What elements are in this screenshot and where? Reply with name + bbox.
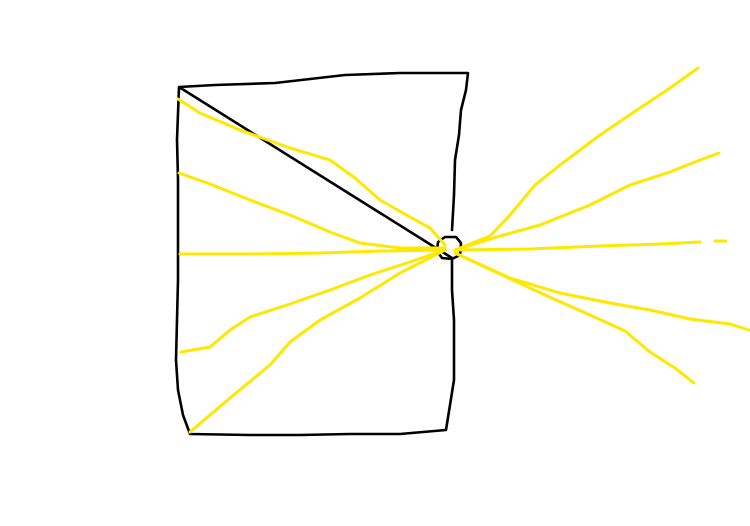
rectangle-outline [174, 71, 470, 437]
ray-out-4 [453, 251, 750, 332]
ray-in-2 [177, 171, 447, 250]
focal-circle [435, 235, 463, 261]
ray-out-5 [453, 251, 696, 385]
ray-in-5 [188, 248, 447, 434]
ray-in-3 [178, 248, 447, 256]
ray-out-1 [453, 66, 700, 252]
ray-out-3 [453, 240, 702, 252]
ray-in-1 [176, 97, 447, 247]
ray-in-4 [179, 248, 447, 354]
ray-out-2 [453, 151, 721, 252]
